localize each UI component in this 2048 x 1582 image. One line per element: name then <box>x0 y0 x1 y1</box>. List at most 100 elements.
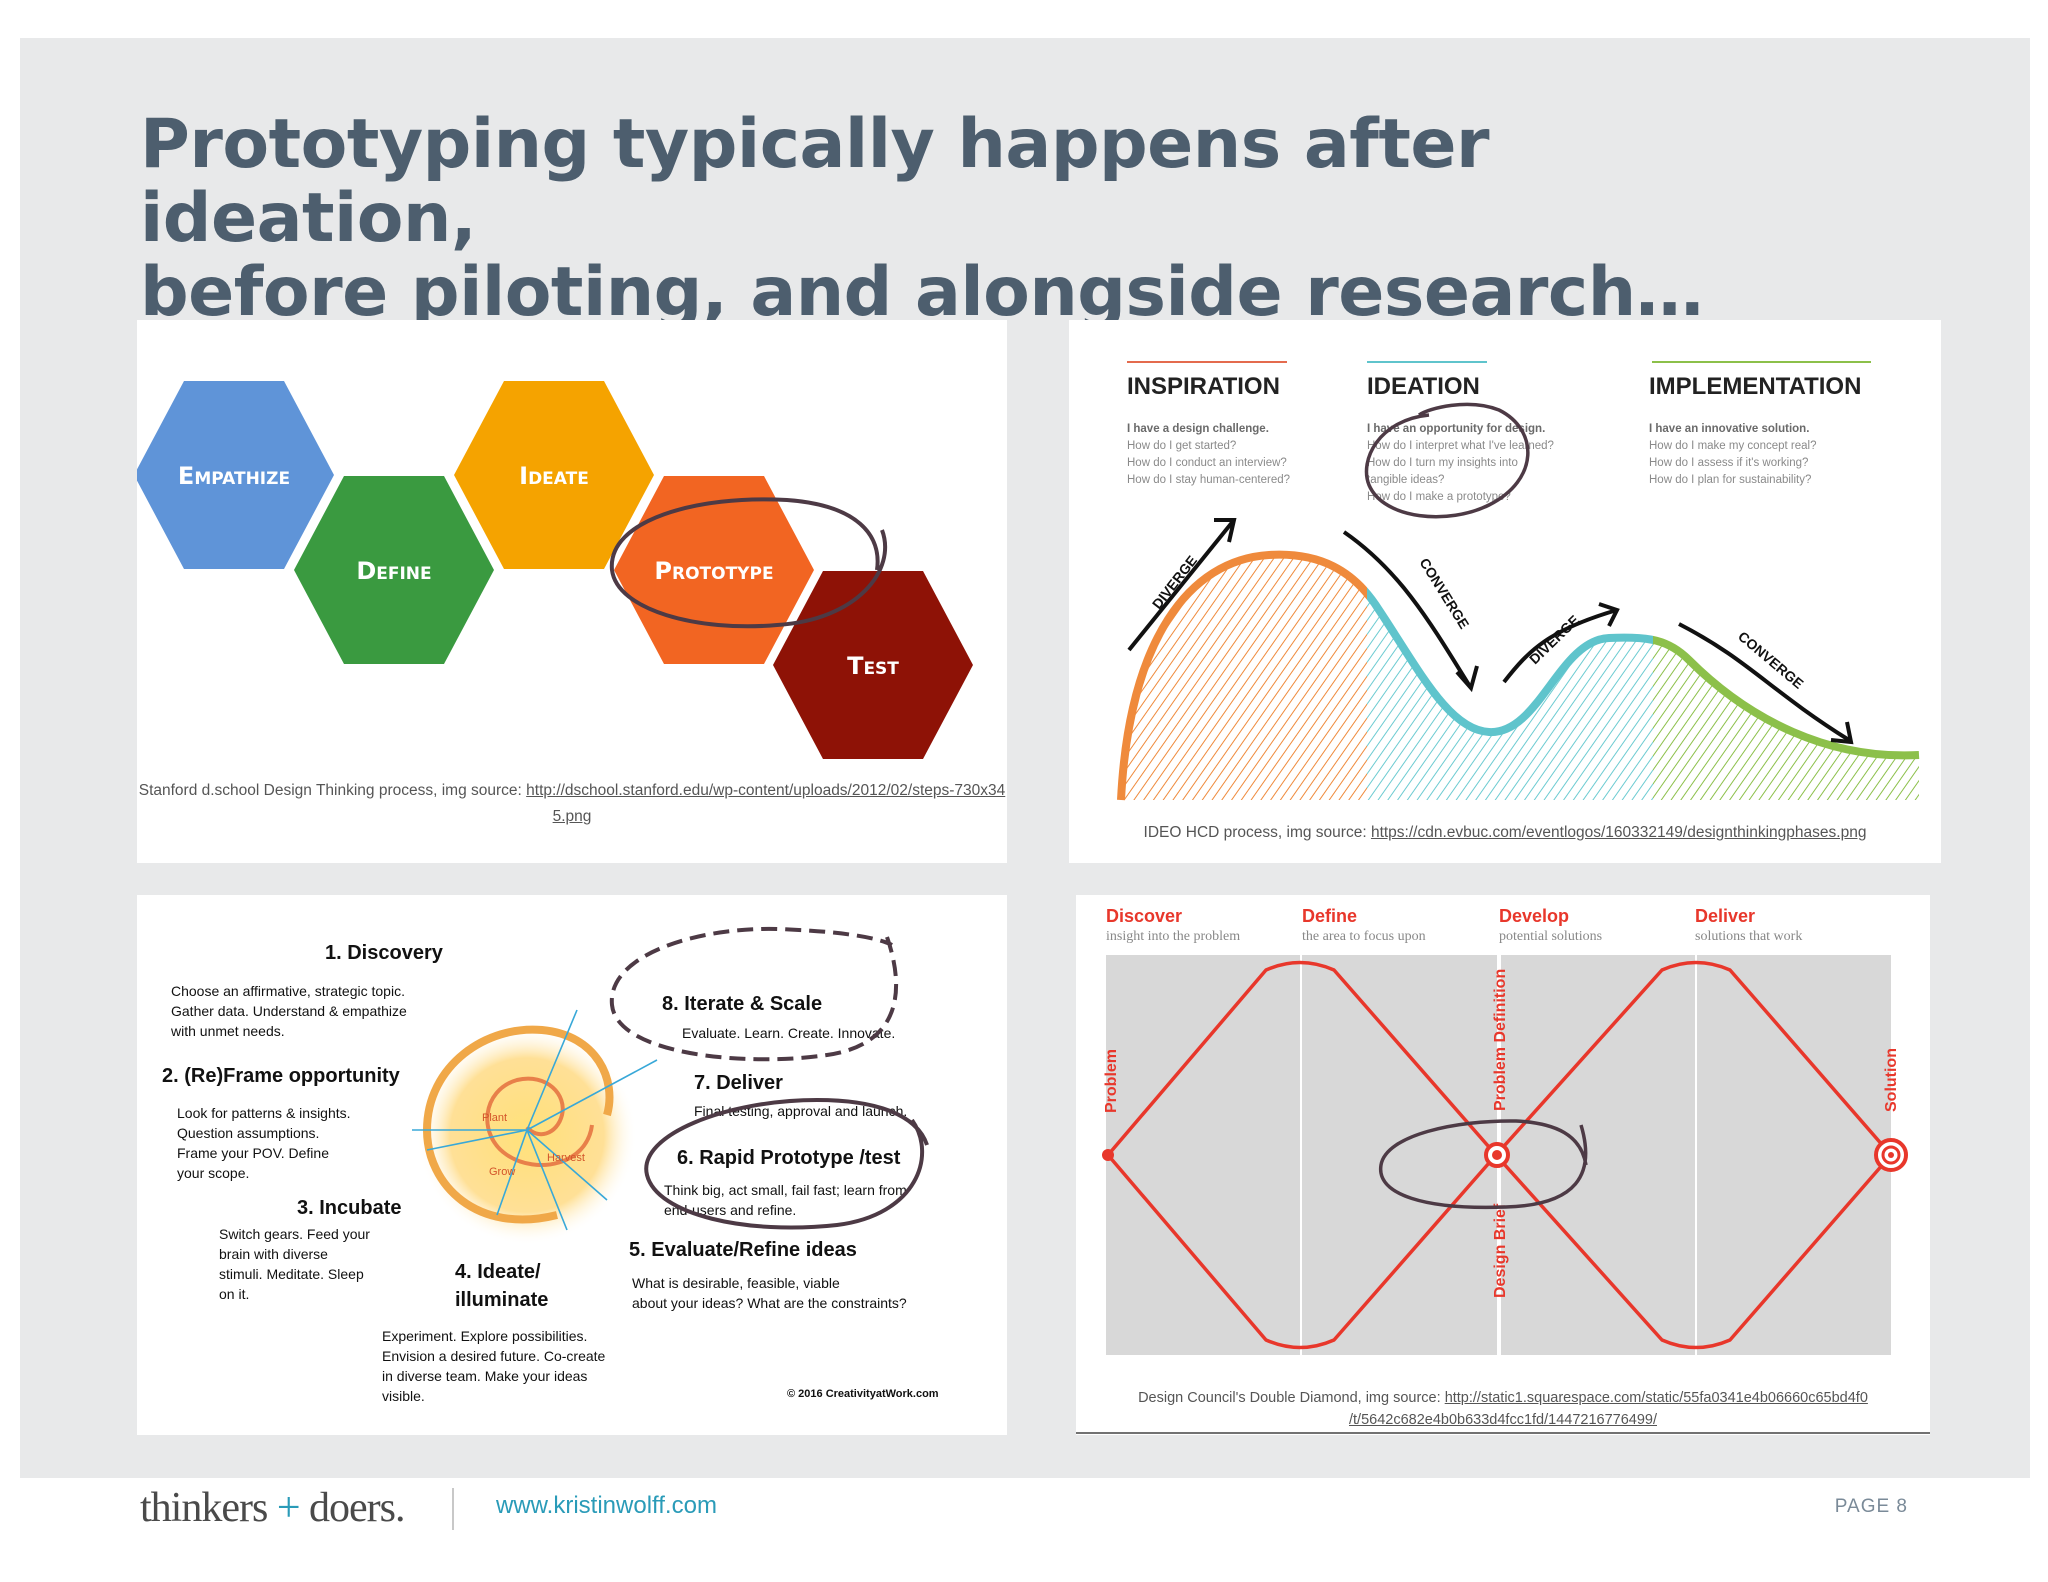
hexagon-label-prototype: Prototype <box>654 557 773 585</box>
spiral-rays <box>412 1009 658 1231</box>
double-diamond-caption: Design Council's Double Diamond, img sou… <box>1076 1387 1930 1431</box>
step4-l2: Envision a desired future. Co-create <box>382 1348 606 1364</box>
double-diamond-panel: Discover insight into the problem Define… <box>1076 895 1930 1435</box>
footer-website-link[interactable]: www.kristinwolff.com <box>496 1492 717 1519</box>
step1-l2: Gather data. Understand & empathize <box>171 1003 407 1019</box>
stage-define-sub: the area to focus upon <box>1302 929 1426 944</box>
column-define <box>1302 955 1497 1355</box>
stanford-source-link[interactable]: http://dschool.stanford.edu/wp-content/u… <box>526 782 1006 825</box>
arrow-converge-2 <box>1678 622 1851 742</box>
hexagon-label-ideate: Ideate <box>519 462 589 490</box>
curve-implementation <box>1653 635 1920 760</box>
spiral-outer <box>422 1025 614 1224</box>
step6-title: 6. Rapid Prototype /test <box>677 1147 901 1169</box>
step4-title2: illuminate <box>455 1289 548 1311</box>
creativity-at-work-panel: Plant Grow Harvest 1. Discovery Choose a… <box>137 895 1007 1435</box>
hexagon-label-test: Test <box>847 652 899 680</box>
logo-plus: + <box>276 1485 301 1531</box>
ideation-q4: How do I make a prototype? <box>1367 491 1511 503</box>
caption-text: IDEO HCD process, img source: <box>1143 824 1371 841</box>
stage-deliver-sub: solutions that work <box>1695 929 1802 944</box>
inspiration-q1: How do I get started? <box>1127 440 1236 452</box>
ideation-q2: How do I turn my insights into <box>1367 457 1518 469</box>
phase-title-implementation: IMPLEMENTATION <box>1649 373 1861 400</box>
title-line-2: before piloting, and alongside research… <box>140 253 1704 332</box>
ideo-diagram: INSPIRATION IDEATION IMPLEMENTATION I ha… <box>1117 361 1920 801</box>
double-diamond-source-link-2[interactable]: /t/5642c682e4b0b633d4fcc1fd/144721677649… <box>1348 1412 1657 1428</box>
footer-divider <box>452 1488 454 1530</box>
ideation-q3: tangible ideas? <box>1367 474 1444 486</box>
step5-title: 5. Evaluate/Refine ideas <box>629 1239 857 1261</box>
column-discover <box>1106 955 1300 1355</box>
label-design-brief: Design Brief <box>1492 1203 1509 1298</box>
step2-l3: Frame your POV. Define <box>177 1145 329 1161</box>
logo-thinkers: thinkers <box>140 1485 268 1531</box>
annotation-circle-prototype-question <box>1364 402 1530 519</box>
step5-l1: What is desirable, feasible, viable <box>632 1275 840 1291</box>
slide-title: Prototyping typically happens after idea… <box>140 108 1840 330</box>
column-develop <box>1501 955 1695 1355</box>
inspiration-area <box>1121 554 1367 800</box>
annotation-dashed-circle-iterate <box>609 926 899 1062</box>
thinkers-doers-logo: thinkers + doers. <box>140 1484 405 1532</box>
implementation-area <box>1653 640 1919 800</box>
ideation-area <box>1367 593 1653 800</box>
step6-l1: Think big, act small, fail fast; learn f… <box>664 1182 907 1198</box>
inspiration-q2: How do I conduct an interview? <box>1127 457 1287 469</box>
ideo-source-link[interactable]: https://cdn.evbuc.com/eventlogos/1603321… <box>1370 824 1867 841</box>
step4-l1: Experiment. Explore possibilities. <box>382 1328 587 1344</box>
step2-l2: Question assumptions. <box>177 1125 319 1141</box>
step2-l1: Look for patterns & insights. <box>177 1105 351 1121</box>
logo-doers: doers. <box>309 1485 405 1531</box>
arrow-diverge-2 <box>1502 608 1618 684</box>
spiral-inner <box>485 1076 594 1167</box>
stage-define: Define <box>1302 906 1357 926</box>
implementation-q2: How do I assess if it's working? <box>1649 457 1808 469</box>
arrow-converge-1 <box>1342 530 1471 687</box>
phase-title-ideation: IDEATION <box>1367 373 1480 400</box>
spiral-glow <box>417 1025 637 1245</box>
annotation-circle-midpoint <box>1379 1119 1588 1210</box>
step4-l3: in diverse team. Make your ideas <box>382 1368 587 1384</box>
title-line-1: Prototyping typically happens after idea… <box>140 105 1489 258</box>
stage-discover: Discover <box>1106 906 1182 926</box>
stage-deliver: Deliver <box>1695 906 1755 926</box>
stage-develop: Develop <box>1499 906 1569 926</box>
ideo-caption: IDEO HCD process, img source: https://cd… <box>1069 820 1941 846</box>
step1-l1: Choose an affirmative, strategic topic. <box>171 983 405 999</box>
arrow-diverge-1 <box>1127 518 1236 652</box>
step3-l1: Switch gears. Feed your <box>219 1226 370 1242</box>
caption-text: Design Council's Double Diamond, img sou… <box>1138 1390 1445 1406</box>
phase-title-inspiration: INSPIRATION <box>1127 373 1280 400</box>
stage-discover-sub: insight into the problem <box>1106 929 1240 944</box>
step8-title: 8. Iterate & Scale <box>662 993 822 1015</box>
label-converge-2: CONVERGE <box>1735 628 1807 692</box>
caption-text: Stanford d.school Design Thinking proces… <box>138 782 527 799</box>
creativity-diagram: Plant Grow Harvest 1. Discovery Choose a… <box>162 926 939 1404</box>
step1-l3: with unmet needs. <box>170 1023 285 1039</box>
step8-l1: Evaluate. Learn. Create. Innovate. <box>682 1025 895 1041</box>
double-diamond-source-link-1[interactable]: http://static1.squarespace.com/static/55… <box>1444 1390 1868 1406</box>
step3-l3: stimuli. Meditate. Sleep <box>219 1266 364 1282</box>
hexagon-define <box>294 476 494 664</box>
start-point <box>1102 1149 1114 1161</box>
column-deliver <box>1697 955 1891 1355</box>
step4-l4: visible. <box>382 1388 425 1404</box>
annotation-circle-prototype <box>644 1097 929 1230</box>
implementation-q1: How do I make my concept real? <box>1649 440 1816 452</box>
ideation-lead: I have an opportunity for design. <box>1367 423 1545 435</box>
label-problem-definition: Problem Definition <box>1492 969 1509 1111</box>
inspiration-lead: I have a design challenge. <box>1127 423 1269 435</box>
spiral-label-harvest: Harvest <box>547 1152 585 1164</box>
creativity-copyright: © 2016 CreativityatWork.com <box>787 1388 939 1400</box>
implementation-lead: I have an innovative solution. <box>1649 423 1809 435</box>
step3-l4: on it. <box>219 1286 249 1302</box>
step3-title: 3. Incubate <box>297 1197 401 1219</box>
spiral-label-grow: Grow <box>489 1166 515 1178</box>
ideo-hcd-panel: INSPIRATION IDEATION IMPLEMENTATION I ha… <box>1069 320 1941 863</box>
label-solution: Solution <box>1883 1048 1900 1112</box>
implementation-q3: How do I plan for sustainability? <box>1649 474 1811 486</box>
inspiration-q3: How do I stay human-centered? <box>1127 474 1290 486</box>
